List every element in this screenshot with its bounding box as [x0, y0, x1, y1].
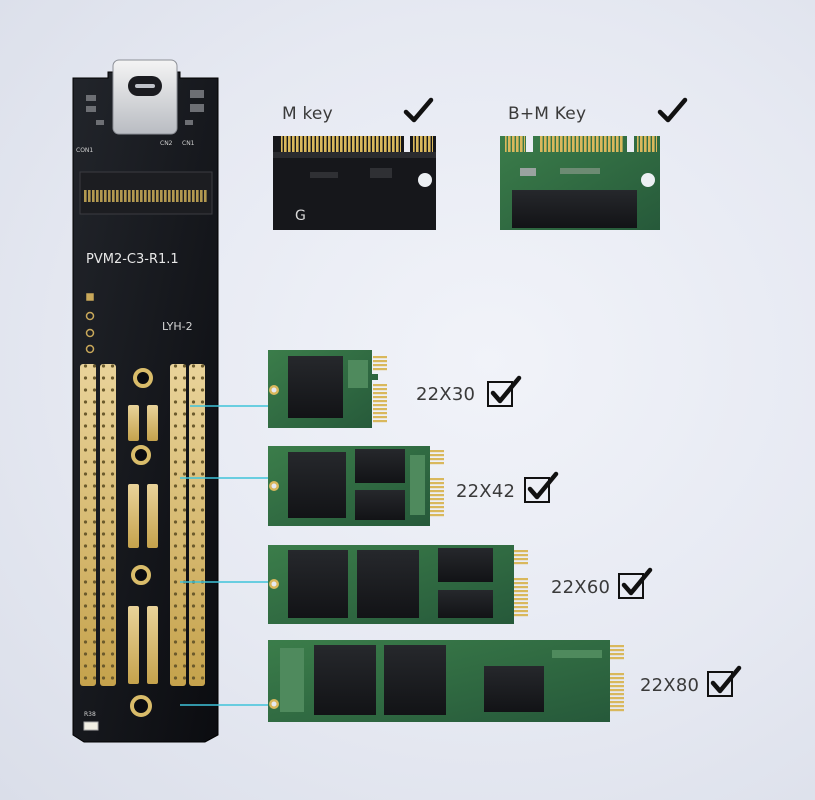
- connector-label: CN1: [182, 140, 195, 147]
- svg-text:G: G: [295, 208, 306, 224]
- ssd-2260: [268, 545, 528, 624]
- size-label-2242: 22X42: [456, 481, 516, 502]
- bm-key-label: B+M Key: [508, 104, 587, 124]
- ssd-2242: [268, 446, 444, 526]
- checkbox-icon: [618, 567, 653, 599]
- bm-key-connector: [500, 136, 660, 230]
- checkmark-icon: [657, 97, 688, 123]
- m-key-label: M key: [282, 104, 333, 124]
- checkbox-icon: [487, 375, 522, 407]
- checkbox-icon: [707, 665, 742, 697]
- size-label-2260: 22X60: [551, 577, 611, 598]
- board-model-label: PVM2-C3-R1.1: [86, 252, 179, 267]
- gold-ground-strips: [80, 364, 205, 686]
- led-label: R38: [84, 711, 96, 718]
- checkbox-icon: [524, 471, 559, 503]
- m2-slot: [79, 171, 213, 215]
- connector-label: CN2: [160, 140, 173, 147]
- mounting-hole-icon: [130, 368, 153, 717]
- ssd-2280: [268, 640, 624, 722]
- checkmark-icon: [403, 97, 434, 123]
- board-code-label: LYH-2: [162, 320, 193, 333]
- connector-label: CON1: [76, 147, 93, 154]
- size-label-2280: 22X80: [640, 675, 700, 696]
- m-key-connector: G: [273, 136, 436, 230]
- ssd-2230: [268, 350, 387, 428]
- adapter-board: CON1 CN2 CN1 PVM2-C3-R1.1 LYH-2: [72, 59, 219, 743]
- size-label-2230: 22X30: [416, 384, 476, 405]
- usb-c-port-icon: [112, 59, 178, 135]
